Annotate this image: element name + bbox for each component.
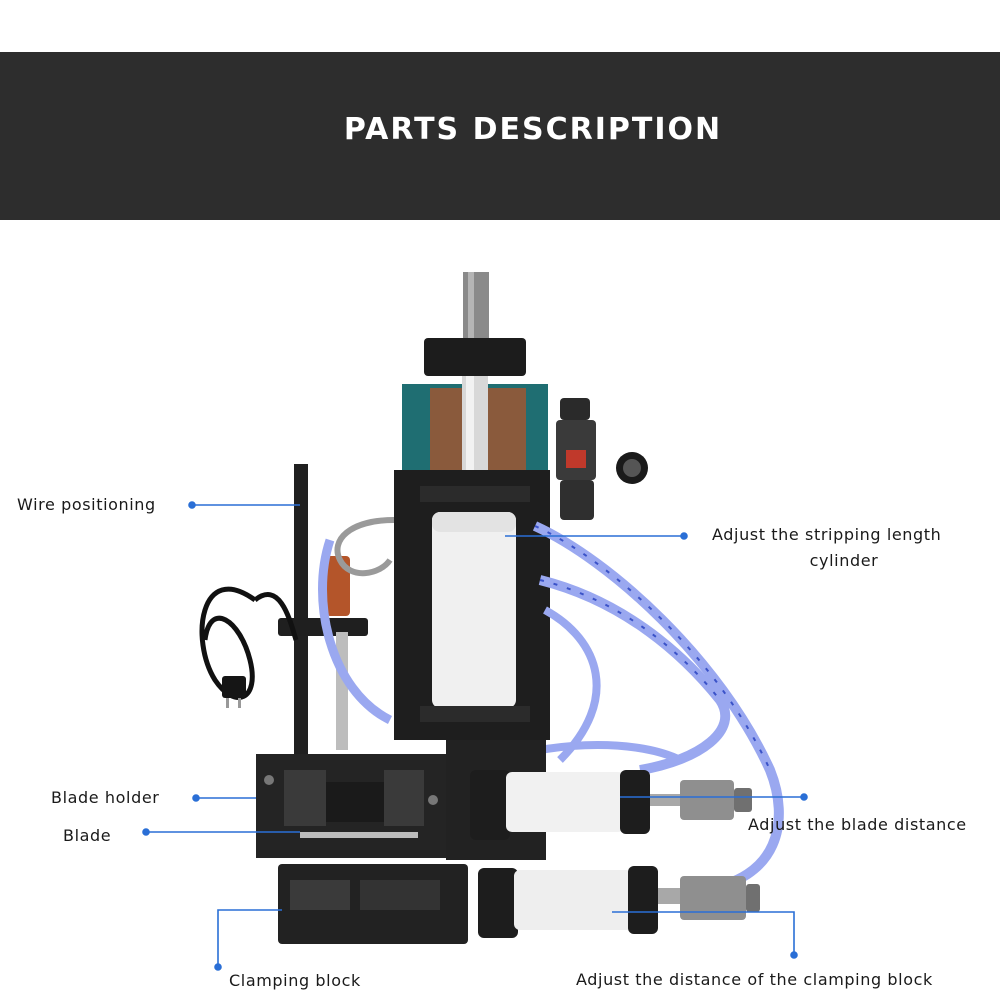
label-stripping-length-line1: Adjust the stripping length [712, 525, 942, 544]
header-banner [0, 52, 1000, 220]
air-tube-left [318, 538, 393, 725]
wire-positioning-post [294, 464, 308, 754]
orange-fitting [326, 556, 350, 616]
label-blade: Blade [63, 826, 112, 845]
stripping-cylinder [432, 512, 516, 708]
label-clamping-block: Clamping block [229, 971, 361, 990]
page-title: PARTS DESCRIPTION [343, 112, 723, 147]
callout-line-clamping-distance [612, 911, 795, 955]
label-blade-holder: Blade holder [51, 788, 160, 807]
power-plug [222, 676, 246, 698]
regulator-top [560, 398, 590, 420]
top-cap-plate [424, 338, 526, 376]
label-wire-positioning: Wire positioning [17, 495, 156, 514]
blade [300, 832, 418, 838]
air-tube-spiral [532, 521, 784, 895]
label-clamping-distance: Adjust the distance of the clamping bloc… [576, 970, 933, 989]
callout-line-clamping-block [217, 909, 282, 967]
piston-rod [463, 272, 489, 342]
clamping-distance-cylinder [514, 870, 632, 930]
clamping-distance-knob [680, 876, 746, 920]
blade-distance-cylinder [506, 772, 624, 832]
blade-distance-knob [680, 780, 734, 820]
label-stripping-length-line2: cylinder [809, 551, 879, 570]
label-blade-distance: Adjust the blade distance [748, 815, 967, 834]
